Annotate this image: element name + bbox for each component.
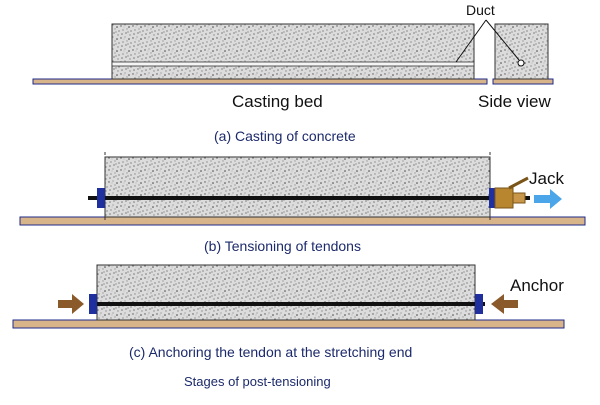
- casting-bed-c: [12, 319, 565, 329]
- duct-label: Duct: [466, 2, 495, 18]
- side-view-label: Side view: [478, 92, 551, 111]
- casting-bed-a: [32, 78, 488, 85]
- anchor-plate-right-b: [489, 188, 495, 208]
- stage-b-tensioning: [19, 152, 586, 226]
- stage-c-anchoring: [12, 264, 565, 329]
- casting-bed-label: Casting bed: [232, 92, 323, 111]
- anchor-arrow-right: [491, 294, 518, 314]
- jack-body: [494, 187, 514, 209]
- stage-a-casting: [32, 19, 554, 85]
- anchor-plate-right-c: [475, 294, 483, 314]
- jack-leader: [508, 176, 529, 190]
- concrete-side-view: [494, 23, 549, 80]
- duct-leader-right: [485, 19, 520, 61]
- concrete-beam-c: [96, 264, 476, 321]
- casting-bed-side: [492, 78, 554, 85]
- caption-c: (c) Anchoring the tendon at the stretchi…: [129, 344, 413, 360]
- caption-b: (b) Tensioning of tendons: [204, 238, 361, 254]
- jack-ram: [512, 192, 526, 204]
- duct-side-hole: [517, 59, 525, 67]
- anchor-label: Anchor: [510, 276, 564, 295]
- anchor-arrow-left: [58, 294, 84, 314]
- duct-leader-left: [455, 19, 487, 63]
- anchor-plate-left-c: [89, 294, 97, 314]
- concrete-beam-b: [104, 156, 491, 218]
- anchor-plate-left-b: [97, 188, 105, 208]
- duct-a: [111, 61, 475, 67]
- concrete-beam-a: [111, 23, 475, 80]
- caption-a: (a) Casting of concrete: [214, 128, 356, 144]
- jack-pull-arrow: [534, 189, 562, 209]
- diagram-title: Stages of post-tensioning: [184, 374, 331, 389]
- jack-label: Jack: [529, 169, 564, 188]
